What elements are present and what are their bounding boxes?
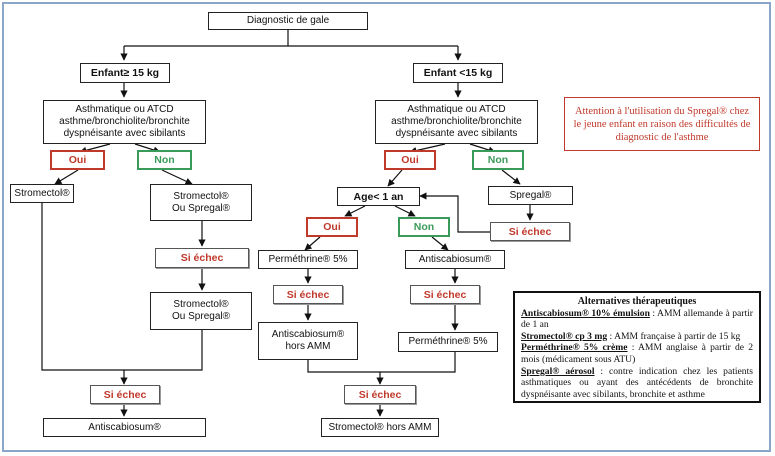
stromectol-ou-spregal-node: Stromectol® Ou Spregal® <box>150 184 252 221</box>
stromectol-hors-amm-node: Stromectol® hors AMM <box>321 418 439 437</box>
spregal-node: Spregal® <box>488 186 573 205</box>
alternatives-panel: Alternatives thérapeutiques Antiscabiosu… <box>513 291 761 403</box>
alternative-item: Perméthrine® 5% crème : AMM anglaise à p… <box>521 342 753 365</box>
diagnostic-node: Diagnostic de gale <box>208 12 368 30</box>
si-echec-badge-1: Si échec <box>155 248 249 268</box>
stromectol-node: Stromectol® <box>10 184 74 203</box>
antiscabiosum-hors-amm-node: Antiscabiosum® hors AMM <box>258 322 358 360</box>
connector <box>307 360 384 385</box>
non-age-badge: Non <box>398 217 450 237</box>
enfant-15kg-plus-node: Enfant≥ 15 kg <box>80 63 170 83</box>
oui-left-badge: Oui <box>50 150 105 170</box>
connector <box>387 169 403 187</box>
age-question-node: Age< 1 an <box>337 187 420 206</box>
alternative-item: Spregal® aérosol : contre indication che… <box>521 365 753 400</box>
alternatives-title: Alternatives thérapeutiques <box>577 296 697 307</box>
figure-frame <box>2 2 771 452</box>
connector <box>431 236 449 251</box>
si-echec-badge-5: Si échec <box>344 385 416 404</box>
permethrine-node: Perméthrine® 5% <box>258 250 358 269</box>
stromectol-ou-spregal-node-2: Stromectol® Ou Spregal® <box>150 292 252 330</box>
alternative-item: Stromectol® cp 3 mg : AMM française à pa… <box>521 330 741 342</box>
connector <box>344 205 366 217</box>
connector <box>161 169 193 185</box>
si-echec-badge-2: Si échec <box>90 385 160 404</box>
asthme-question-left: Asthmatique ou ATCD asthme/bronchiolite/… <box>43 100 206 144</box>
oui-age-badge: Oui <box>306 217 358 237</box>
alternative-item: Antiscabiosum® 10% émulsion : AMM allema… <box>521 307 753 331</box>
non-right-badge: Non <box>472 150 524 170</box>
connector <box>501 169 521 185</box>
non-left-badge: Non <box>137 150 192 170</box>
asthme-question-right: Asthmatique ou ATCD asthme/bronchiolite/… <box>375 100 538 144</box>
enfant-15kg-moins-node: Enfant <15 kg <box>413 63 503 83</box>
spregal-warning-note: Attention à l'utilisation du Spregal® ch… <box>564 97 760 151</box>
connector <box>304 236 321 251</box>
connector <box>41 203 128 385</box>
connector <box>124 330 203 371</box>
si-echec-badge-3: Si échec <box>273 285 343 304</box>
permethrine-node-2: Perméthrine® 5% <box>398 332 498 352</box>
si-echec-badge-4: Si échec <box>410 285 480 304</box>
antiscabiosum-final-left: Antiscabiosum® <box>43 418 206 437</box>
connector <box>419 192 490 233</box>
connector <box>394 205 416 217</box>
connector <box>124 30 458 60</box>
connector <box>54 169 79 185</box>
si-echec-spregal-badge: Si échec <box>490 222 570 241</box>
antiscabiosum-node: Antiscabiosum® <box>405 250 505 269</box>
connector <box>380 352 456 373</box>
oui-right-badge: Oui <box>384 150 436 170</box>
